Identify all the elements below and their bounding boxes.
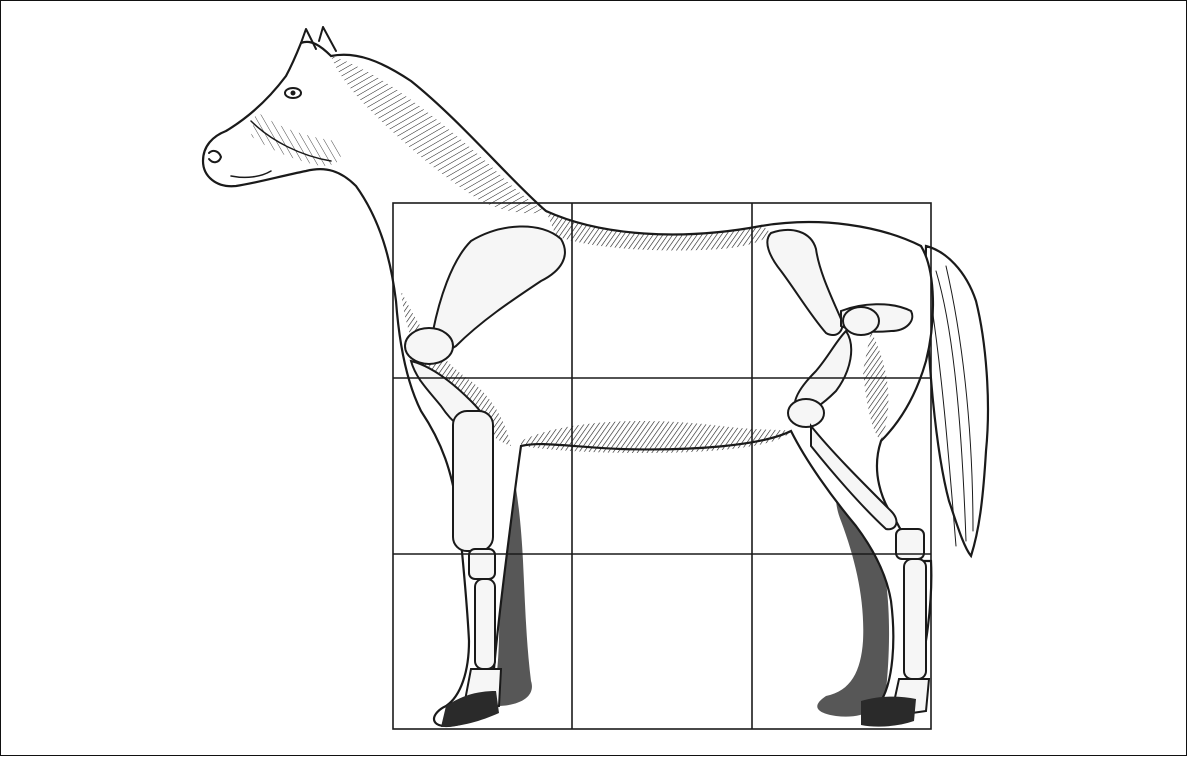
horse-tail bbox=[925, 246, 988, 556]
